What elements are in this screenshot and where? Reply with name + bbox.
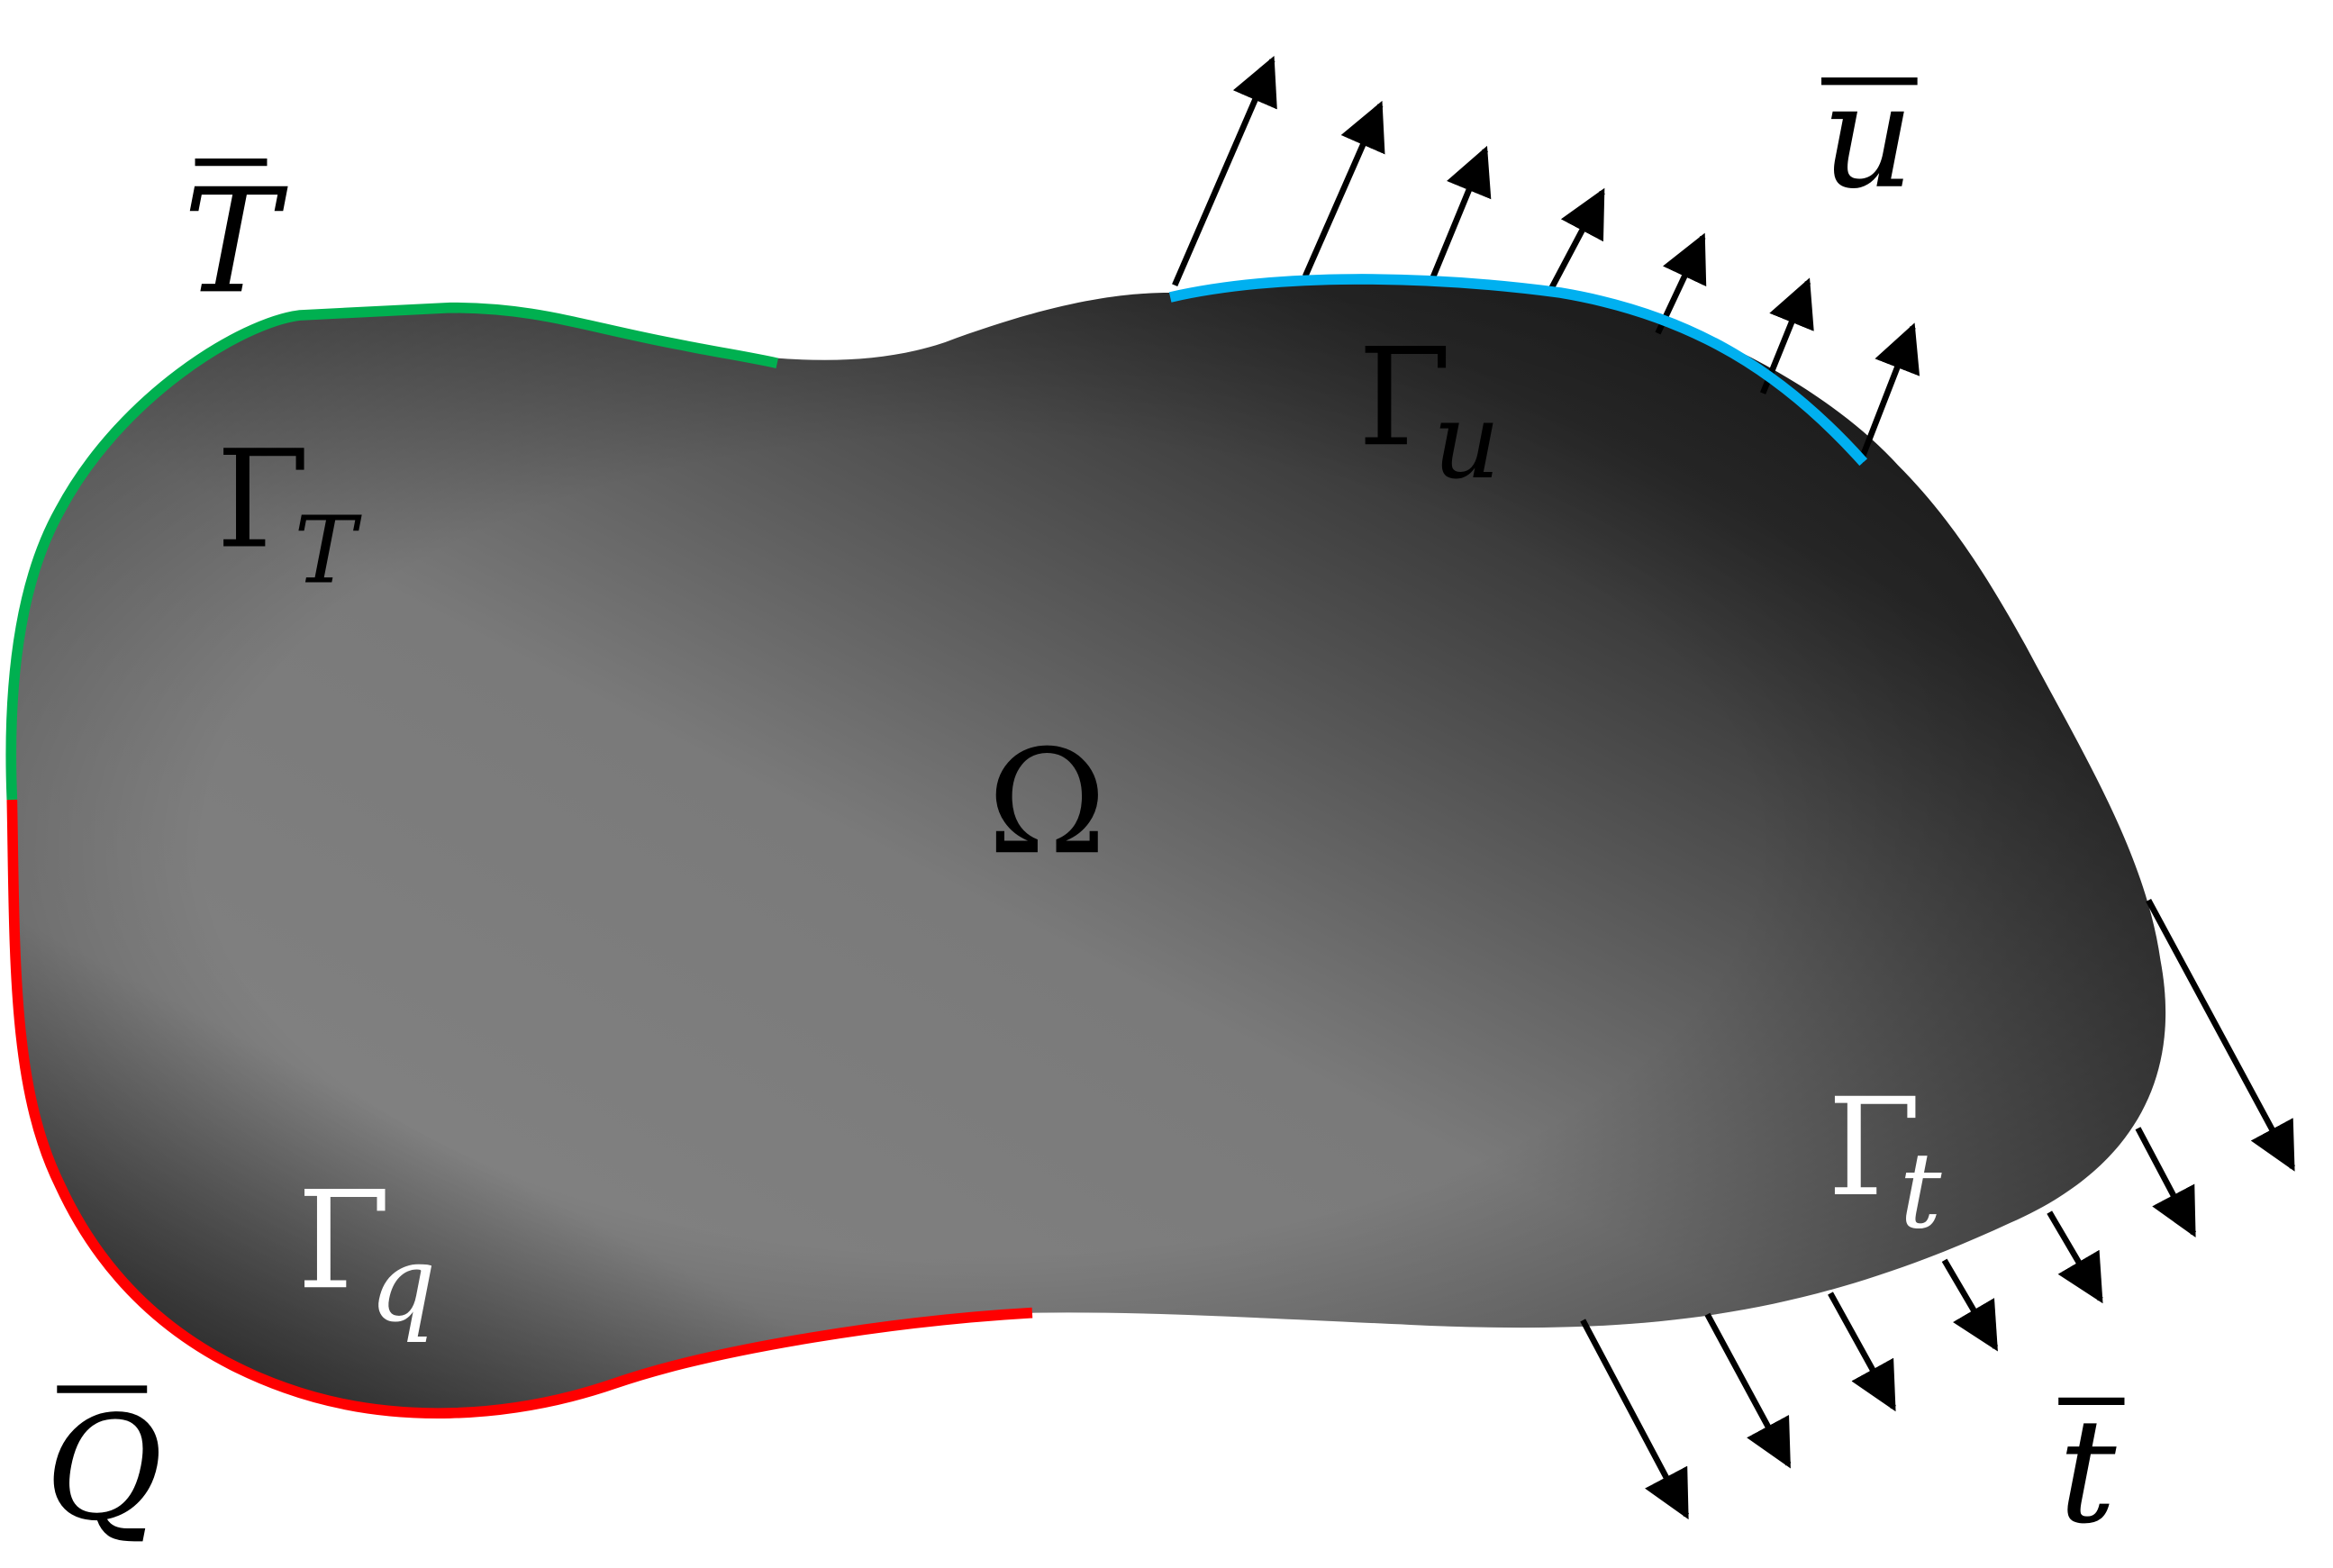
gamma-q-symbol: Γ xyxy=(297,1163,391,1319)
gamma-u-symbol: Γ xyxy=(1357,320,1451,476)
traction-arrow xyxy=(1704,1312,1792,1469)
traction-arrows xyxy=(1580,899,2295,1520)
prescribed-T-label: T xyxy=(183,158,288,325)
traction-arrow xyxy=(1941,1258,1999,1352)
traction-arrow xyxy=(1580,1319,1690,1520)
displacement-arrow xyxy=(1430,145,1492,279)
displacement-arrow xyxy=(1303,100,1385,278)
gamma-T-boundary xyxy=(5,302,779,801)
gamma-T-label: Γ T xyxy=(216,422,363,605)
prescribed-Q-text: Q xyxy=(45,1385,163,1553)
gamma-q-boundary xyxy=(6,799,1033,1418)
traction-arrow xyxy=(2146,899,2295,1172)
gamma-u-label: Γ u xyxy=(1357,320,1500,503)
gamma-u-boundary xyxy=(1168,274,1868,467)
traction-arrow xyxy=(2135,1127,2197,1238)
gamma-t-label: Γ t xyxy=(1828,1070,1943,1253)
displacement-arrows xyxy=(1172,55,1920,464)
domain-omega-label: Ω xyxy=(987,719,1107,886)
gamma-T-subscript: T xyxy=(294,496,362,604)
prescribed-Q-label: Q xyxy=(45,1385,163,1553)
prescribed-T-text: T xyxy=(183,158,288,325)
gamma-t-symbol: Γ xyxy=(1828,1070,1921,1227)
gamma-q-label: Γ q xyxy=(297,1163,437,1346)
prescribed-t-text: t xyxy=(2058,1388,2117,1555)
gamma-u-subscript: u xyxy=(1433,381,1501,503)
gamma-t-subscript: t xyxy=(1900,1131,1943,1253)
prescribed-u-text: u xyxy=(1821,53,1914,221)
prescribed-t-label: t xyxy=(2058,1388,2125,1555)
displacement-arrow xyxy=(1172,55,1277,287)
displacement-arrow xyxy=(1857,322,1920,464)
gamma-q-subscript: q xyxy=(369,1224,437,1346)
traction-arrow xyxy=(2047,1210,2103,1304)
traction-arrow xyxy=(1828,1292,1896,1412)
displacement-arrow xyxy=(1545,187,1605,296)
prescribed-u-label: u xyxy=(1821,53,1918,221)
gamma-T-symbol: Γ xyxy=(216,422,310,579)
